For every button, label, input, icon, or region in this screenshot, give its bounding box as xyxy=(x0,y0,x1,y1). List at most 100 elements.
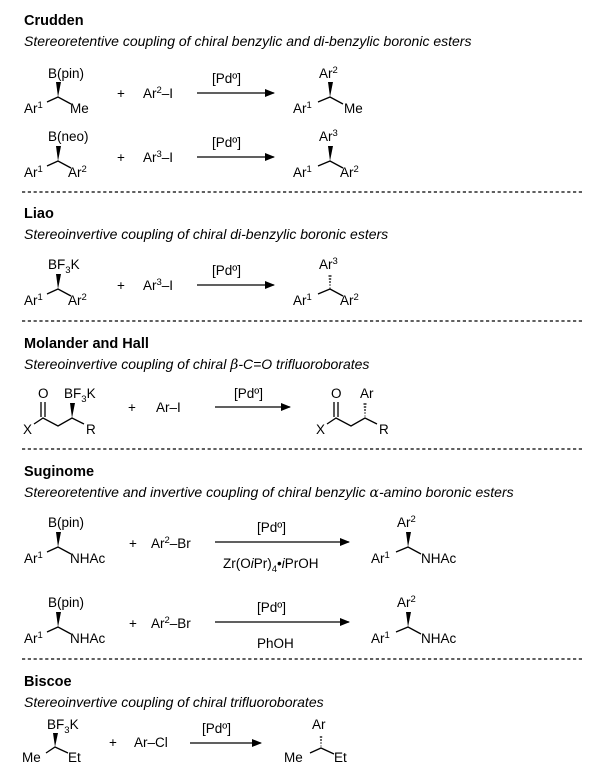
reagent-label: Ar2–Br xyxy=(151,535,191,551)
product-top-group: Ar3 xyxy=(319,128,338,144)
zigzag-bond xyxy=(46,626,72,635)
crudden-title: Crudden xyxy=(24,13,84,29)
carbonyl-oxygen: O xyxy=(331,386,342,401)
substrate-left-group: Ar1 xyxy=(24,164,43,180)
carbonyl-oxygen: O xyxy=(38,386,49,401)
catalyst-label: [Pdº] xyxy=(212,263,241,278)
molander-subtitle: Stereoinvertive coupling of chiral β-C=O… xyxy=(24,356,369,373)
hashed-bond xyxy=(319,736,323,747)
substrate-top-group: BF3K xyxy=(48,257,80,276)
conditions-label: PhOH xyxy=(257,636,294,651)
reagent-label: Ar–Cl xyxy=(134,735,168,750)
liao-substrate: BF3K Ar1 Ar2 xyxy=(24,257,87,308)
product-right-group: Et xyxy=(334,750,347,763)
zigzag-bond xyxy=(317,96,344,105)
substrate-left-group: Ar1 xyxy=(24,630,43,646)
product-left-group: Me xyxy=(284,750,303,763)
suginome-substrate-1: B(pin) Ar1 NHAc xyxy=(24,515,106,566)
substrate-left-group: Ar1 xyxy=(24,292,43,308)
product-top-group: Ar2 xyxy=(319,65,338,81)
zigzag-bond xyxy=(317,160,344,169)
liao-subtitle: Stereoinvertive coupling of chiral di-be… xyxy=(24,226,388,242)
product-left-group: Ar1 xyxy=(293,292,312,308)
plus-sign: + xyxy=(117,150,125,165)
zigzag-bond xyxy=(46,546,72,555)
liao-product: Ar3 Ar1 Ar2 xyxy=(293,256,359,308)
plus-sign: + xyxy=(117,86,125,101)
plus-sign: + xyxy=(109,735,117,750)
molander-product: O X Ar R xyxy=(316,386,389,437)
reagent-label: Ar2–Br xyxy=(151,615,191,631)
substrate-right-group: Ar2 xyxy=(68,164,87,180)
substrate-left-group: Ar1 xyxy=(24,100,43,116)
zigzag-bond xyxy=(395,626,422,635)
wedge-bond xyxy=(56,274,61,289)
biscoe-substrate: BF3K Me Et xyxy=(22,717,81,763)
crudden-product-1: Ar2 Ar1 Me xyxy=(293,65,363,116)
reagent-label: Ar3–I xyxy=(143,149,173,165)
carbon-chain xyxy=(326,417,378,427)
catalyst-label: [Pdº] xyxy=(212,71,241,86)
plus-sign: + xyxy=(129,536,137,551)
substrate-top-group: BF3K xyxy=(64,386,96,405)
product-left-group: Ar1 xyxy=(293,100,312,116)
wedge-bond xyxy=(56,82,61,97)
catalyst-label: [Pdº] xyxy=(257,520,286,535)
crudden-substrate-2: B(neo) Ar1 Ar2 xyxy=(24,129,89,180)
wedge-bond xyxy=(56,612,61,627)
reagent-label: Ar2–I xyxy=(143,85,173,101)
biscoe-subtitle: Stereoinvertive coupling of chiral trifl… xyxy=(24,694,324,710)
biscoe-product: Ar Me Et xyxy=(284,717,347,763)
suginome-substrate-2: B(pin) Ar1 NHAc xyxy=(24,595,106,646)
product-right-group: R xyxy=(379,422,389,437)
zigzag-bond xyxy=(46,160,72,169)
reagent-label: Ar–I xyxy=(156,400,181,415)
product-top-group: Ar2 xyxy=(397,594,416,610)
substrate-x-group: X xyxy=(23,422,32,437)
product-x-group: X xyxy=(316,422,325,437)
catalyst-label: [Pdº] xyxy=(234,386,263,401)
liao-title: Liao xyxy=(24,206,54,222)
substrate-left-group: Ar1 xyxy=(24,550,43,566)
wedge-bond xyxy=(328,146,333,161)
wedge-bond xyxy=(328,82,333,97)
wedge-bond xyxy=(70,403,75,418)
catalyst-label: [Pdº] xyxy=(202,721,231,736)
product-right-group: NHAc xyxy=(421,551,457,566)
plus-sign: + xyxy=(128,400,136,415)
carbon-chain xyxy=(33,417,85,427)
zigzag-bond xyxy=(395,546,422,555)
crudden-product-2: Ar3 Ar1 Ar2 xyxy=(293,128,359,180)
conditions-label: Zr(OiPr)4•iPrOH xyxy=(223,556,319,575)
substrate-top-group: B(pin) xyxy=(48,66,84,81)
crudden-substrate-1: B(pin) Ar1 Me xyxy=(24,66,89,116)
wedge-bond xyxy=(53,733,58,747)
suginome-product-1: Ar2 Ar1 NHAc xyxy=(371,514,457,566)
product-right-group: Ar2 xyxy=(340,292,359,308)
substrate-left-group: Me xyxy=(22,750,41,763)
wedge-bond xyxy=(406,532,411,547)
wedge-bond xyxy=(56,532,61,547)
product-left-group: Ar1 xyxy=(371,550,390,566)
biscoe-title: Biscoe xyxy=(24,674,72,690)
product-right-group: Me xyxy=(344,101,363,116)
suginome-subtitle: Stereoretentive and invertive coupling o… xyxy=(24,484,514,501)
substrate-top-group: BF3K xyxy=(47,717,79,736)
substrate-top-group: B(neo) xyxy=(48,129,89,144)
substrate-right-group: R xyxy=(86,422,96,437)
product-left-group: Ar1 xyxy=(371,630,390,646)
product-right-group: Ar2 xyxy=(340,164,359,180)
crudden-subtitle: Stereoretentive coupling of chiral benzy… xyxy=(24,33,471,49)
plus-sign: + xyxy=(117,278,125,293)
substrate-right-group: NHAc xyxy=(70,551,106,566)
substrate-right-group: NHAc xyxy=(70,631,106,646)
molander-title: Molander and Hall xyxy=(24,336,149,352)
product-top-group: Ar xyxy=(312,717,326,732)
zigzag-bond xyxy=(46,288,72,297)
substrate-top-group: B(pin) xyxy=(48,595,84,610)
catalyst-label: [Pdº] xyxy=(212,135,241,150)
zigzag-bond xyxy=(46,96,72,105)
substrate-right-group: Et xyxy=(68,750,81,763)
